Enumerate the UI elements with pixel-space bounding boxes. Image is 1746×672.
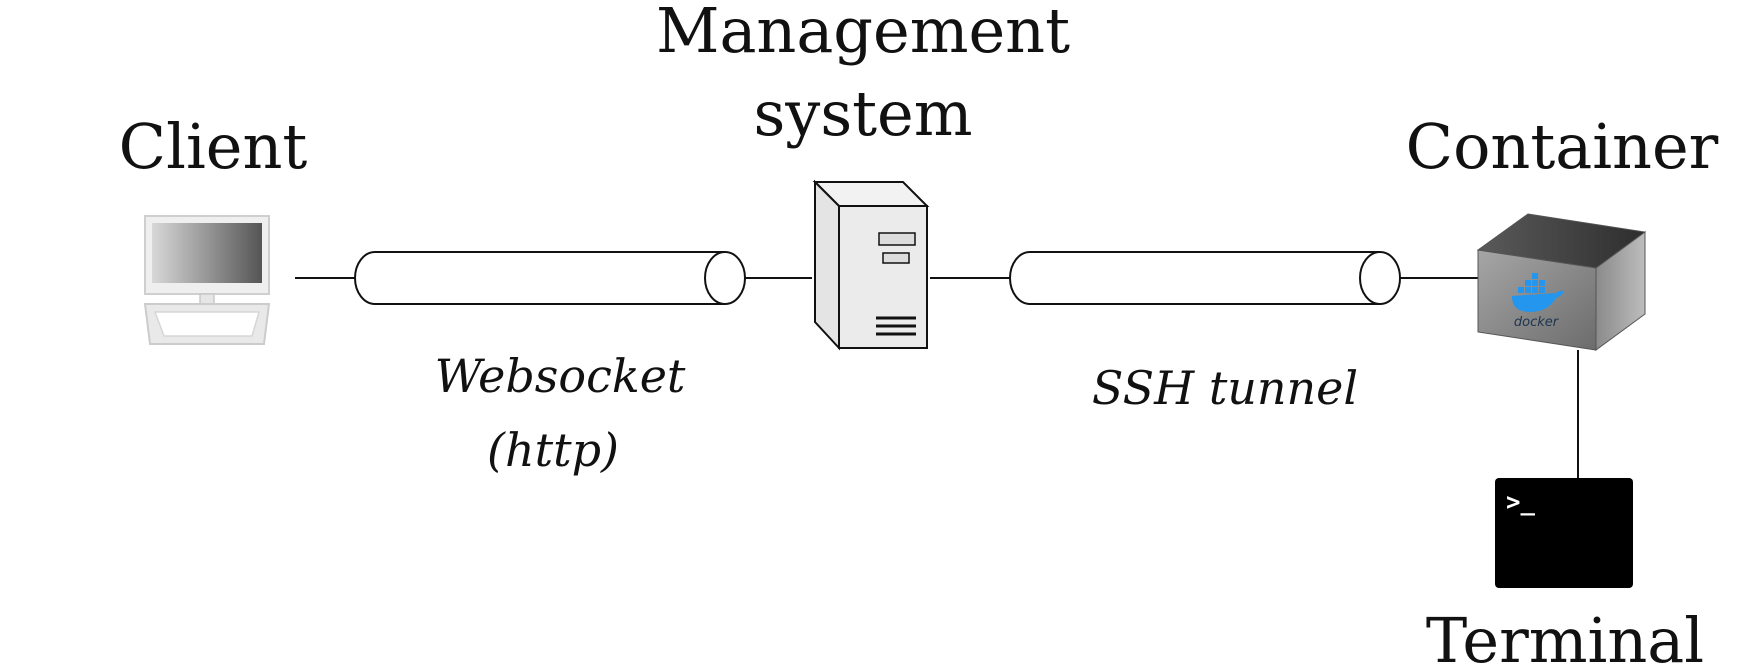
client-label: Client: [119, 110, 308, 183]
management-label-line1: Management: [656, 0, 1070, 67]
management-label-line2: system: [753, 77, 972, 150]
terminal-prompt: >_: [1506, 488, 1535, 516]
ssh-tunnel-label: SSH tunnel: [1092, 361, 1358, 415]
server-tower-icon: [812, 179, 930, 351]
terminal-label: Terminal: [1426, 604, 1704, 672]
websocket-label-line1: Websocket: [435, 349, 686, 403]
docker-logo-text: docker: [1514, 315, 1560, 330]
ssh-tunnel: [1009, 251, 1401, 305]
container-label: Container: [1406, 110, 1719, 183]
docker-container-icon: docker: [1476, 213, 1647, 351]
websocket-tunnel: [354, 251, 746, 305]
websocket-label-line2: (http): [487, 423, 619, 477]
terminal-icon: >_: [1495, 478, 1633, 588]
laptop-icon: [143, 215, 271, 345]
docker-whale-icon: [1512, 273, 1564, 312]
